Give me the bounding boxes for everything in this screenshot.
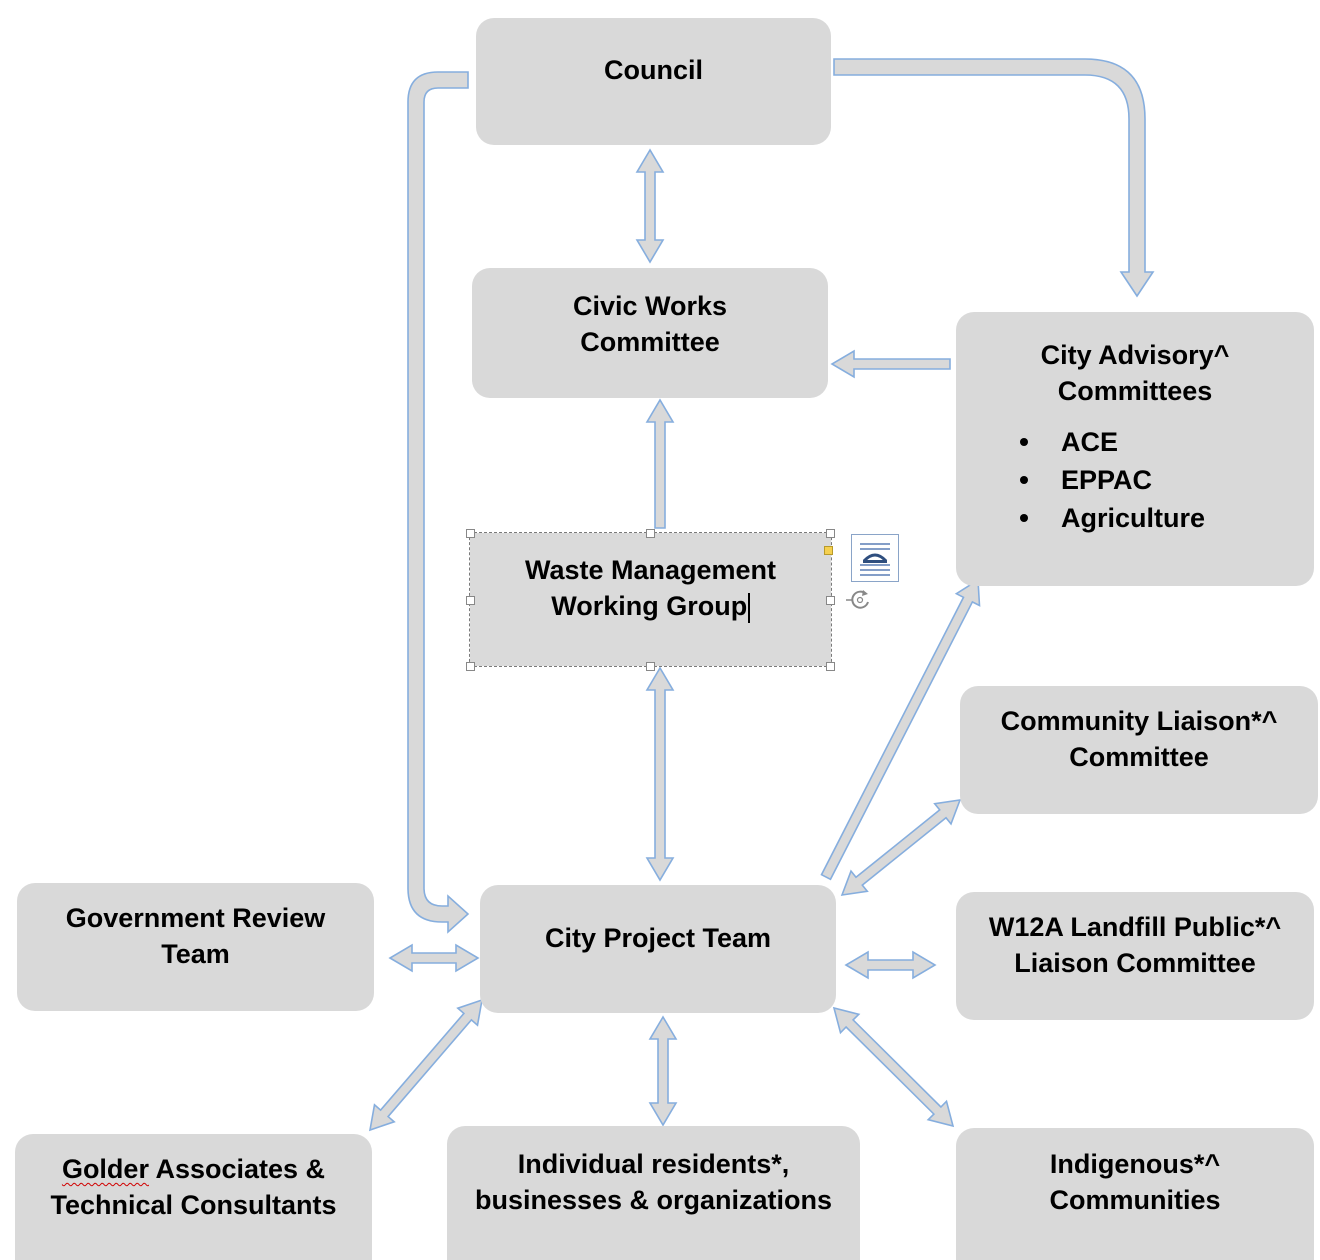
layout-options-icon <box>860 543 890 576</box>
advisory-item-agriculture: Agriculture <box>1016 499 1205 537</box>
w12a-label-line1: W12A Landfill Public*^ <box>988 912 1282 942</box>
rotate-handle-icon[interactable] <box>846 586 874 614</box>
resize-handle-middle-left[interactable] <box>466 596 475 605</box>
city-advisory-label-line1: City Advisory^ <box>1040 340 1230 370</box>
w12a-label-line2: Liaison Committee <box>1014 948 1256 978</box>
resize-handle-bottom-center[interactable] <box>646 662 655 671</box>
advisory-committee-list: ACE EPPAC Agriculture <box>1016 423 1205 537</box>
resize-handle-top-left[interactable] <box>466 529 475 538</box>
government-review-label-line2: Team <box>161 939 230 969</box>
resize-handle-top-right[interactable] <box>826 529 835 538</box>
indigenous-communities-box: Indigenous*^ Communities <box>956 1128 1314 1260</box>
waste-management-working-group-box[interactable]: Waste Management Working Group <box>469 532 832 667</box>
golder-misspelled-word: Golder <box>61 1154 149 1184</box>
shape-adjust-handle[interactable] <box>824 546 833 555</box>
resize-handle-top-center[interactable] <box>646 529 655 538</box>
city-project-team-box: City Project Team <box>480 885 836 1013</box>
city-advisory-label-line2: Committees <box>1057 376 1213 406</box>
city-advisory-committees-box: City Advisory^ Committees ACE EPPAC Agri… <box>956 312 1314 586</box>
individual-residents-label-line1: Individual residents*, <box>517 1149 790 1179</box>
arrow-city-project-team-individuals <box>648 1015 678 1127</box>
arrow-city-project-team-indigenous <box>832 1006 955 1128</box>
arrow-city-project-team-golder <box>368 998 484 1132</box>
arrow-council-civic-works <box>635 148 665 264</box>
w12a-landfill-liaison-box: W12A Landfill Public*^ Liaison Committee <box>956 892 1314 1020</box>
council-label: Council <box>604 55 703 85</box>
arrow-city-advisory-to-civic-works <box>830 349 951 379</box>
government-review-label-line1: Government Review <box>65 903 326 933</box>
arrow-council-to-city-project-team <box>407 71 470 934</box>
advisory-item-ace: ACE <box>1016 423 1205 461</box>
arrow-city-project-team-w12a <box>844 950 937 980</box>
waste-management-label-line2[interactable]: Working Group <box>551 588 750 624</box>
arrow-council-to-city-advisory <box>833 58 1155 298</box>
golder-label-line2: Technical Consultants <box>50 1190 337 1220</box>
arrow-city-project-team-to-city-advisory <box>820 578 981 881</box>
council-box: Council <box>476 18 831 145</box>
indigenous-label-line1: Indigenous*^ <box>1049 1149 1221 1179</box>
individual-residents-box: Individual residents*, businesses & orga… <box>447 1126 860 1260</box>
text-cursor <box>748 592 750 623</box>
golder-label-line1: Golder Associates & <box>61 1154 326 1184</box>
indigenous-label-line2: Communities <box>1049 1185 1221 1215</box>
civic-works-label-line1: Civic Works <box>572 291 728 321</box>
city-project-team-label: City Project Team <box>544 923 772 953</box>
community-liaison-label-line1: Community Liaison*^ <box>1000 706 1278 736</box>
community-liaison-committee-box: Community Liaison*^ Committee <box>960 686 1318 814</box>
arrow-government-review-city-project-team <box>388 943 480 973</box>
layout-options-button[interactable] <box>851 534 899 582</box>
individual-residents-label-line2: businesses & organizations <box>474 1185 833 1215</box>
arrow-working-group-city-project-team <box>645 666 675 882</box>
civic-works-label-line2: Committee <box>580 327 720 357</box>
advisory-item-eppac: EPPAC <box>1016 461 1205 499</box>
community-liaison-label-line2: Committee <box>1069 742 1209 772</box>
civic-works-committee-box: Civic Works Committee <box>472 268 828 398</box>
golder-technical-consultants-box: Golder Associates & Technical Consultant… <box>15 1134 372 1260</box>
arrow-working-group-to-civic-works <box>645 398 675 529</box>
waste-management-label-line1[interactable]: Waste Management <box>524 555 777 585</box>
resize-handle-bottom-left[interactable] <box>466 662 475 671</box>
resize-handle-middle-right[interactable] <box>826 596 835 605</box>
resize-handle-bottom-right[interactable] <box>826 662 835 671</box>
government-review-team-box: Government Review Team <box>17 883 374 1011</box>
